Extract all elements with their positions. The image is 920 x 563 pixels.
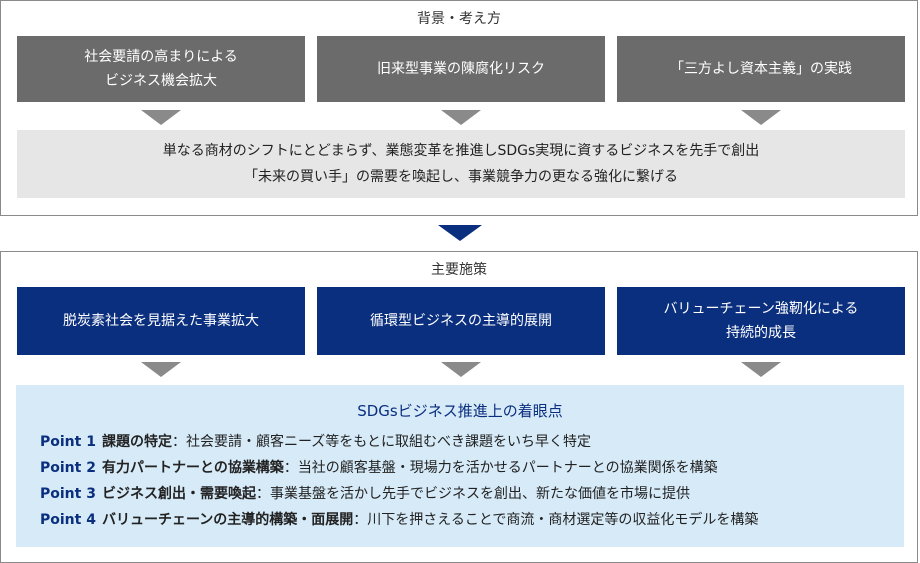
point-separator: ： bbox=[255, 486, 270, 502]
point-row: Point 3 ビジネス創出・需要喚起：事業基盤を活かし先手でビジネスを創出、新た… bbox=[40, 481, 904, 507]
measure-box-3-line2: 持続的成長 bbox=[725, 325, 796, 341]
point-separator: ： bbox=[283, 460, 298, 476]
point-row: Point 2 有力パートナーとの協業構築：当社の顧客基盤・現場力を活かせるパート… bbox=[40, 455, 904, 481]
point-heading: ビジネス創出・需要喚起 bbox=[101, 486, 256, 502]
point-label: Point 1 bbox=[40, 434, 96, 450]
point-row: Point 4 バリューチェーンの主導的構築・面展開：川下を押さえることで商流・商… bbox=[40, 507, 904, 533]
point-row: Point 1 課題の特定：社会要請・顧客ニーズ等をもとに取組むべき課題をいち早く… bbox=[40, 429, 904, 455]
down-arrow-icon bbox=[741, 110, 781, 125]
point-label: Point 4 bbox=[40, 512, 96, 528]
measure-box-1: 脱炭素社会を見据えた事業拡大 bbox=[17, 287, 305, 355]
focus-points-title: SDGsビジネス推進上の着眼点 bbox=[357, 402, 563, 420]
point-text: 川下を押さえることで商流・商材選定等の収益化モデルを構築 bbox=[367, 512, 759, 528]
down-arrow-icon bbox=[141, 362, 181, 377]
point-separator: ： bbox=[353, 512, 368, 528]
down-arrow-icon bbox=[441, 362, 481, 377]
point-heading: バリューチェーンの主導的構築・面展開 bbox=[101, 512, 354, 528]
point-label: Point 3 bbox=[40, 486, 96, 502]
measure-box-1-line1: 脱炭素社会を見据えた事業拡大 bbox=[63, 313, 259, 329]
background-section: 背景・考え方 社会要請の高まりによるビジネス機会拡大 旧来型事業の陳腐化リスク … bbox=[0, 0, 918, 216]
section-connector-arrow-icon bbox=[438, 225, 482, 241]
background-box-1: 社会要請の高まりによるビジネス機会拡大 bbox=[17, 36, 305, 102]
point-heading: 課題の特定 bbox=[101, 434, 172, 450]
point-label: Point 2 bbox=[40, 460, 96, 476]
summary-line-1: 単なる商材のシフトにとどまらず、業態変革を推進しSDGs実現に資するビジネスを先… bbox=[162, 143, 760, 159]
point-heading: 有力パートナーとの協業構築 bbox=[101, 460, 284, 476]
measure-box-3-line1: バリューチェーン強靭化による bbox=[663, 301, 859, 317]
background-box-3-line1: 「三方よし資本主義」の実践 bbox=[670, 61, 852, 77]
measure-box-3: バリューチェーン強靭化による持続的成長 bbox=[617, 287, 905, 355]
background-box-1-line1: 社会要請の高まりによる bbox=[84, 49, 238, 65]
point-text: 事業基盤を活かし先手でビジネスを創出、新たな価値を市場に提供 bbox=[269, 486, 690, 502]
background-title: 背景・考え方 bbox=[417, 11, 501, 27]
down-arrow-icon bbox=[441, 110, 481, 125]
point-separator: ： bbox=[171, 434, 186, 450]
background-box-2-line1: 旧来型事業の陳腐化リスク bbox=[377, 61, 545, 77]
measure-box-2: 循環型ビジネスの主導的展開 bbox=[317, 287, 605, 355]
down-arrow-icon bbox=[141, 110, 181, 125]
background-box-3: 「三方よし資本主義」の実践 bbox=[617, 36, 905, 102]
summary-line-2: 「未来の買い手」の需要を喚起し、事業競争力の更なる強化に繋げる bbox=[244, 169, 678, 185]
background-box-1-line2: ビジネス機会拡大 bbox=[105, 73, 217, 89]
measure-box-2-line1: 循環型ビジネスの主導的展開 bbox=[370, 313, 552, 329]
background-summary: 単なる商材のシフトにとどまらず、業態変革を推進しSDGs実現に資するビジネスを先… bbox=[17, 130, 905, 198]
background-box-2: 旧来型事業の陳腐化リスク bbox=[317, 36, 605, 102]
point-text: 社会要請・顧客ニーズ等をもとに取組むべき課題をいち早く特定 bbox=[185, 434, 591, 450]
down-arrow-icon bbox=[741, 362, 781, 377]
measures-title: 主要施策 bbox=[431, 262, 487, 278]
point-text: 当社の顧客基盤・現場力を活かせるパートナーとの協業関係を構築 bbox=[297, 460, 718, 476]
